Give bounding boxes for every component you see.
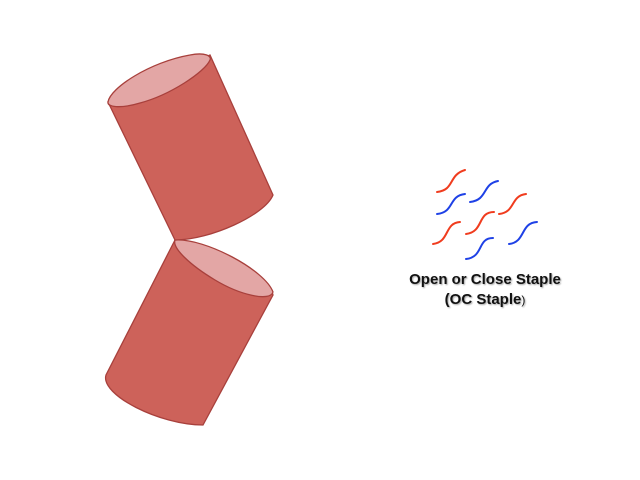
upper-cylinder — [107, 53, 274, 241]
caption-line-1: Open or Close Staple — [409, 271, 561, 288]
staple-caption: Open or Close Staple (OC Staple) — [385, 270, 585, 310]
staple-cluster — [432, 169, 538, 260]
staple-red — [436, 169, 466, 193]
staple-blue — [436, 193, 466, 215]
staple-blue — [465, 237, 494, 260]
caption-line-2: (OC Staple) — [385, 290, 585, 310]
staple-blue — [469, 180, 499, 203]
lower-cylinder-open-end — [174, 239, 274, 298]
staple-red — [498, 193, 527, 215]
staple-blue — [508, 221, 538, 245]
caption-line-2-close: ) — [521, 293, 526, 307]
staple-red — [432, 221, 461, 245]
caption-line-2-main: (OC Staple — [444, 291, 522, 308]
staple-red — [465, 211, 495, 235]
upper-cylinder-open-end — [107, 53, 211, 108]
upper-cylinder-body — [107, 54, 274, 241]
lower-cylinder — [105, 239, 274, 426]
